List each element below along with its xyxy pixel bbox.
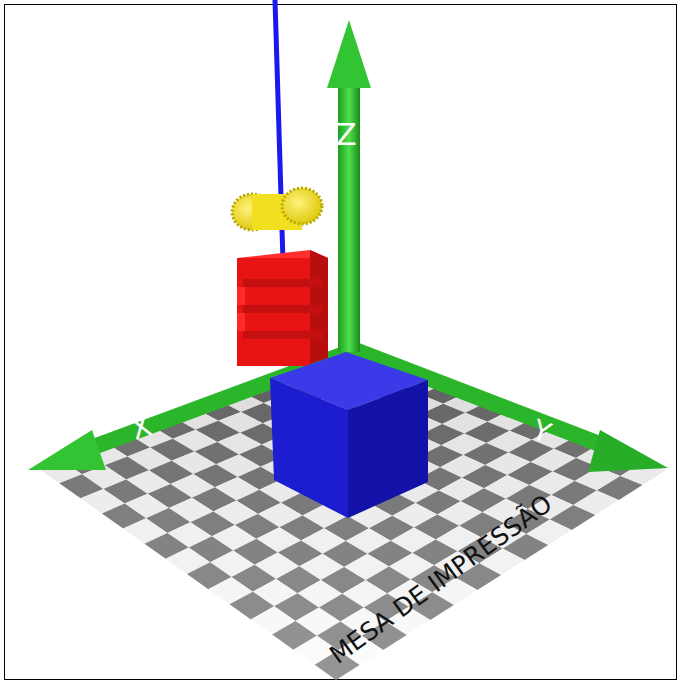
frame (5, 5, 677, 680)
print-bed (38, 350, 666, 680)
extruder (237, 250, 328, 366)
axis-label: Z (336, 120, 357, 150)
printed-cube (270, 352, 428, 518)
z-axis (327, 20, 371, 352)
drive-gears (232, 188, 322, 230)
